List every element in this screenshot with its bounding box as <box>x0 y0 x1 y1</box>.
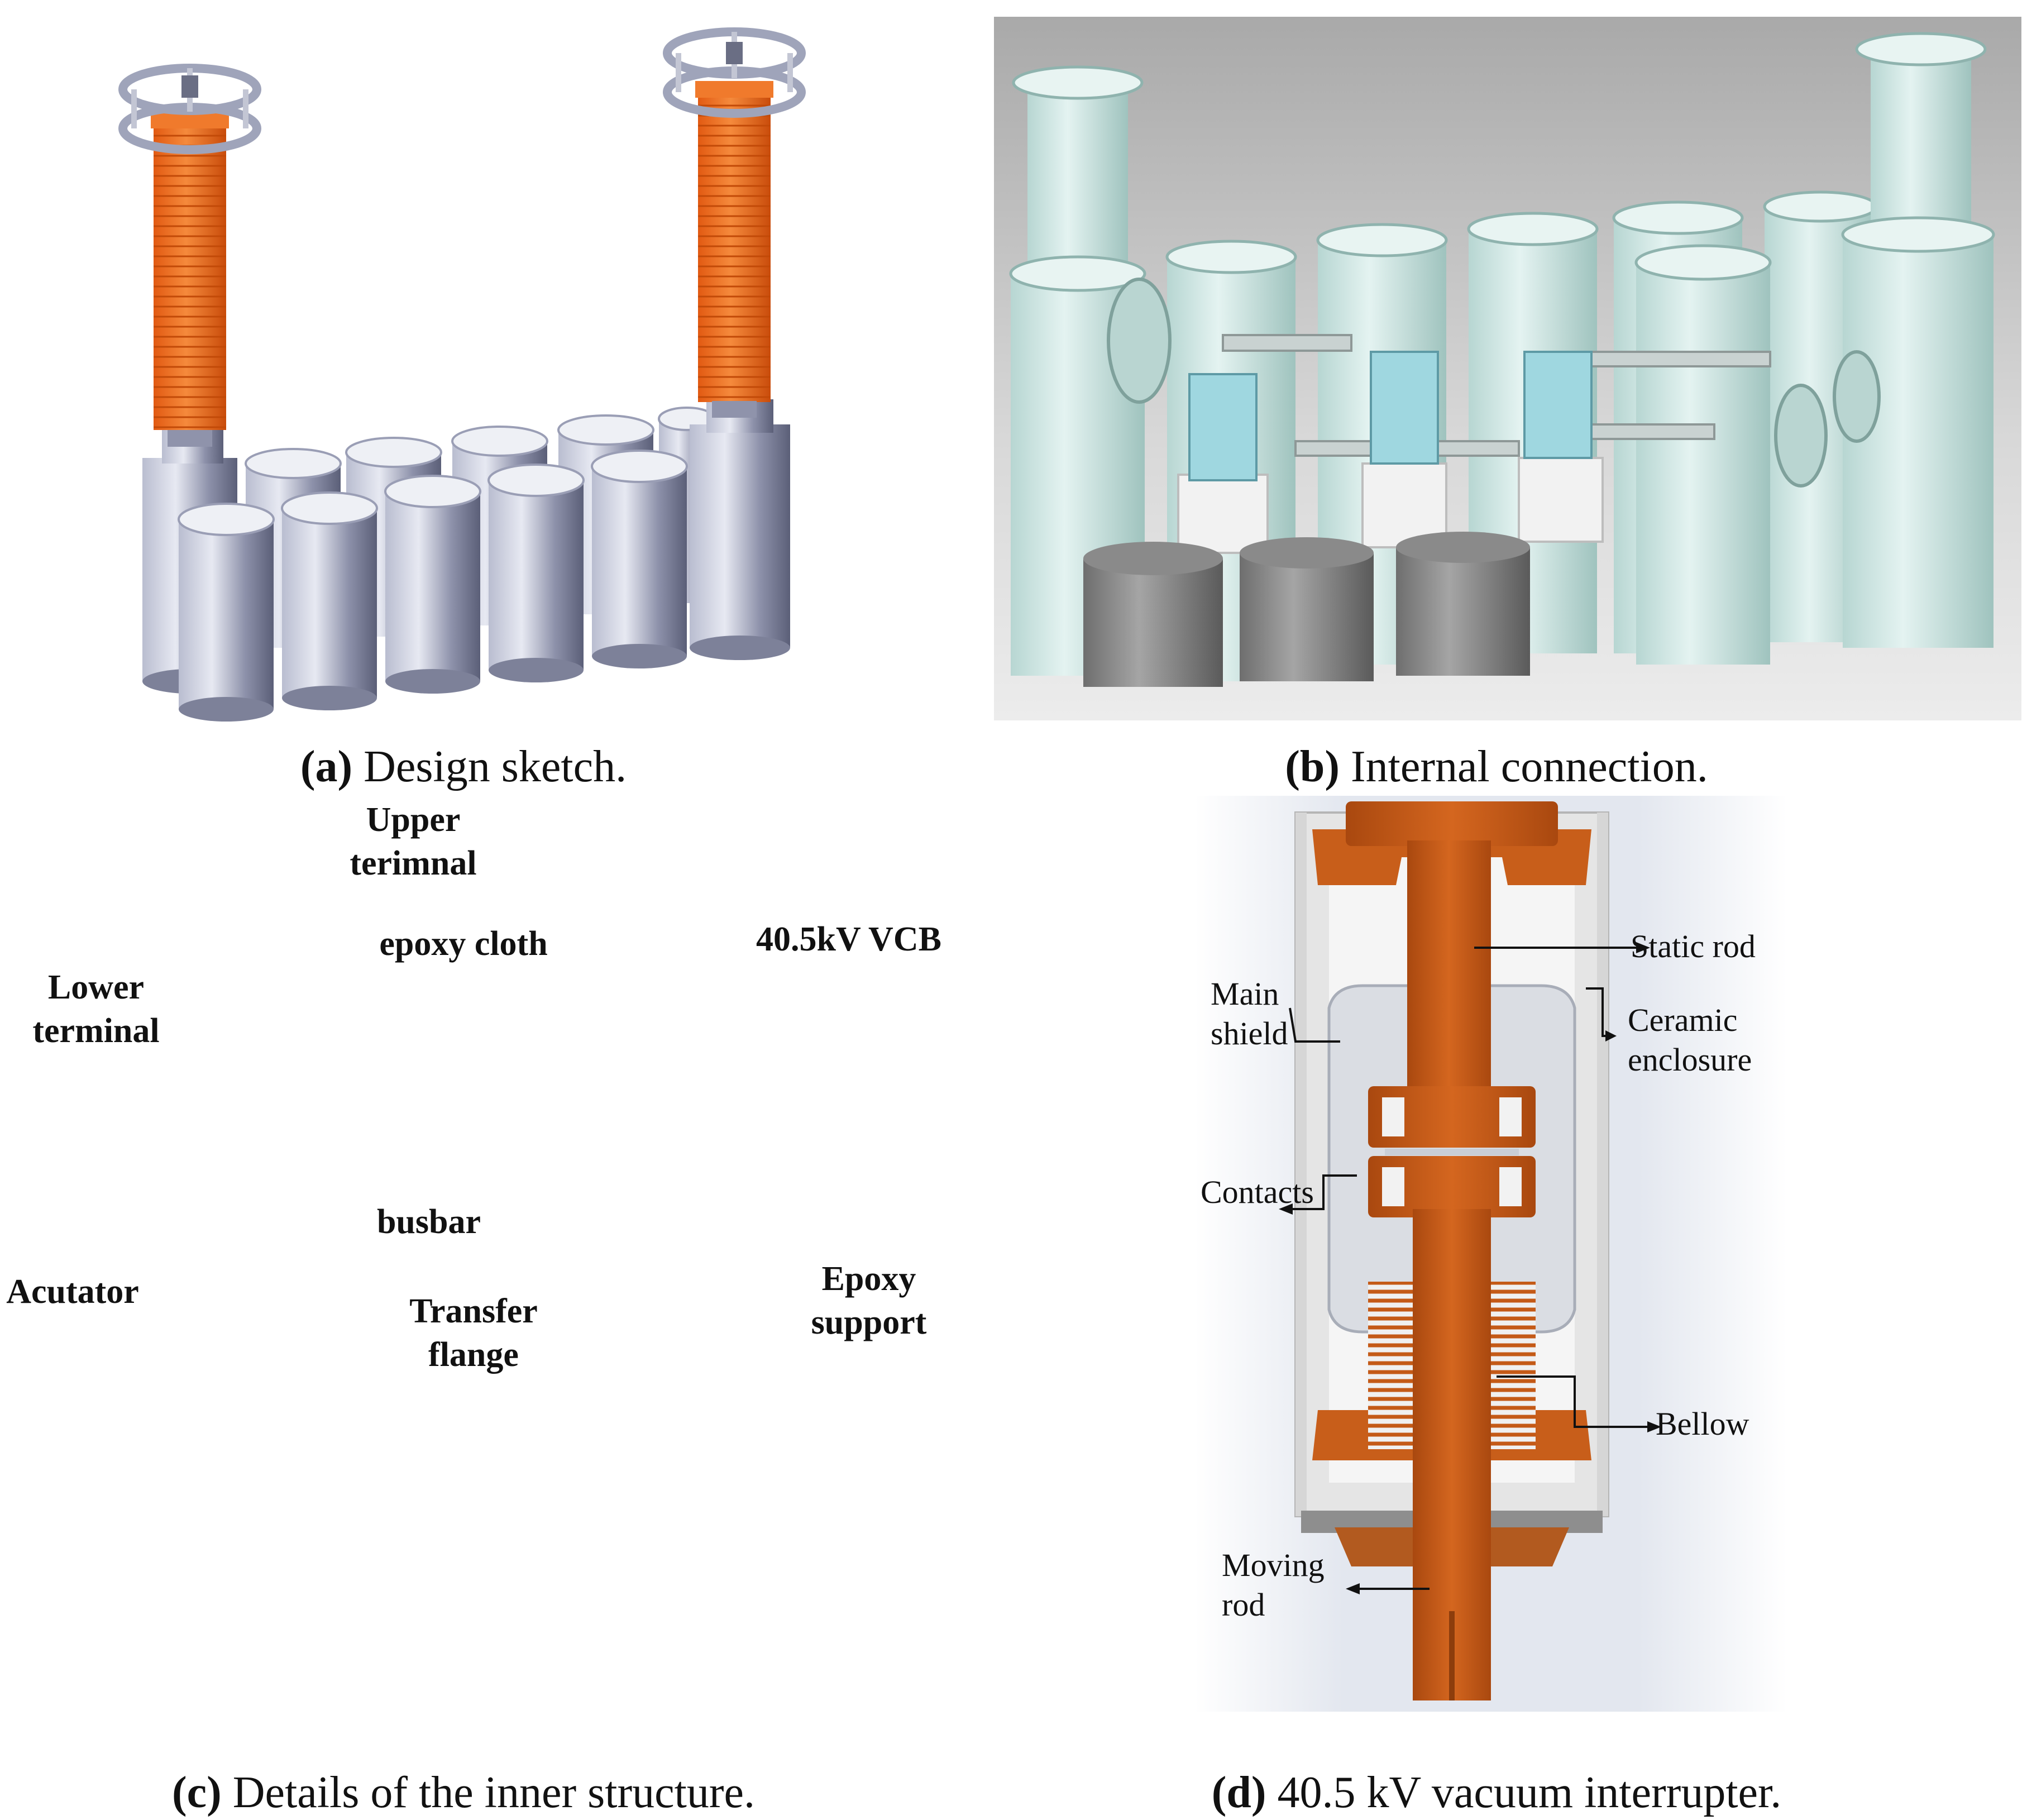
label-busbar-text: busbar <box>376 1203 481 1241</box>
label-vcb: 40.5kV VCB <box>756 918 941 962</box>
label-moving-rod: Moving rod <box>1222 1546 1325 1625</box>
internal-connection-drawing <box>994 17 2021 720</box>
label-actuator-text: Acutator <box>6 1273 139 1311</box>
label-lower-terminal-line2: terminal <box>32 1011 160 1050</box>
right-orange-bushing <box>695 81 773 418</box>
right-grading-ring <box>663 27 806 118</box>
label-bellow: Bellow <box>1656 1406 1749 1442</box>
right-bushing-base <box>690 399 790 660</box>
label-lower-terminal: Lower terminal <box>32 966 159 1053</box>
caption-d-letter: (d) <box>1211 1768 1266 1817</box>
label-moving-rod-line1: Moving <box>1222 1547 1325 1583</box>
caption-a-text: Design sketch. <box>364 742 627 791</box>
caption-b: (b) Internal connection. <box>1285 742 1708 792</box>
panel-d-vacuum-interrupter <box>1195 796 1804 1712</box>
caption-a-letter: (a) <box>300 742 353 791</box>
label-upper-terminal: Upper terimnal <box>350 799 476 885</box>
label-lower-terminal-line1: Lower <box>47 968 145 1006</box>
moving-rod-shape <box>1413 1209 1491 1700</box>
front-row-tanks <box>178 450 688 722</box>
label-contacts: Contacts <box>1201 1174 1314 1210</box>
left-grading-ring <box>118 64 261 154</box>
panel-c-inner-structure: Upper terimnal epoxy cloth 40.5kV VCB Lo… <box>0 799 1005 1748</box>
label-actuator: Acutator <box>6 1270 139 1314</box>
label-epoxy-cloth: epoxy cloth <box>379 923 547 966</box>
caption-c-text: Details of the inner structure. <box>232 1768 756 1817</box>
label-upper-terminal-line1: Upper <box>366 801 461 839</box>
caption-a: (a) Design sketch. <box>300 742 627 792</box>
label-main-shield: Main shield <box>1211 975 1288 1054</box>
label-main-shield-line1: Main <box>1211 976 1279 1012</box>
front-row-tanks-b <box>1634 244 1772 665</box>
label-moving-rod-line2: rod <box>1222 1586 1265 1623</box>
tall-tank-right <box>1841 32 1995 648</box>
caption-c-letter: (c) <box>171 1768 222 1817</box>
label-transfer-flange-line1: Transfer <box>409 1292 538 1330</box>
label-epoxy-support-line1: Epoxy <box>821 1260 916 1298</box>
caption-b-letter: (b) <box>1285 742 1340 791</box>
label-vcb-text: 40.5kV VCB <box>756 920 941 958</box>
label-upper-terminal-line2: terimnal <box>350 844 477 882</box>
label-busbar: busbar <box>377 1201 481 1244</box>
label-main-shield-line2: shield <box>1211 1015 1288 1052</box>
leader-lines <box>1279 942 1661 1594</box>
panel-a-design-sketch <box>0 0 1005 743</box>
label-transfer-flange-line2: flange <box>428 1335 519 1374</box>
label-ceramic-line1: Ceramic <box>1628 1002 1738 1038</box>
label-epoxy-cloth-text: epoxy cloth <box>379 925 548 963</box>
label-ceramic-line2: enclosure <box>1628 1041 1752 1078</box>
contacts-shape <box>1368 1086 1536 1217</box>
panel-b-internal-connection <box>994 17 2021 720</box>
left-orange-bushing <box>151 112 229 447</box>
label-epoxy-support: Epoxy support <box>811 1258 927 1344</box>
vacuum-interrupter-drawing <box>1195 796 1787 1712</box>
bellow-shape <box>1368 1282 1536 1449</box>
caption-d: (d) 40.5 kV vacuum interrupter. <box>1212 1768 1782 1818</box>
label-static-rod: Static rod <box>1631 928 1756 964</box>
caption-c: (c) Details of the inner structure. <box>172 1768 755 1818</box>
label-transfer-flange: Transfer flange <box>409 1290 538 1377</box>
label-ceramic-enclosure: Ceramic enclosure <box>1628 1001 1752 1080</box>
caption-b-text: Internal connection. <box>1351 742 1708 791</box>
design-sketch-drawing <box>118 27 806 722</box>
vcb-columns <box>1083 351 1604 687</box>
side-flanges <box>1107 278 1881 488</box>
static-rod-shape <box>1346 801 1558 1114</box>
label-epoxy-support-line2: support <box>811 1303 927 1341</box>
caption-d-text: 40.5 kV vacuum interrupter. <box>1277 1768 1782 1817</box>
